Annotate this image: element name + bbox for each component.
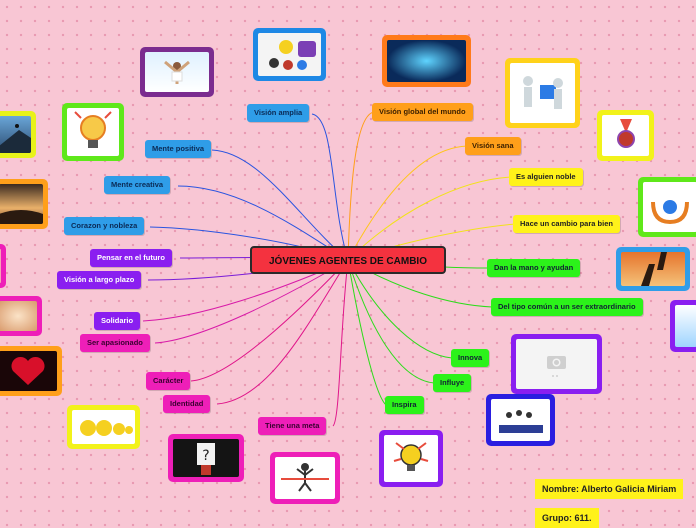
heart-image[interactable] <box>0 346 62 396</box>
crowd-push-image[interactable] <box>486 394 555 446</box>
hikers-helping-image[interactable] <box>0 111 36 158</box>
finish-line-runner-image[interactable] <box>270 452 340 504</box>
link-influye <box>347 259 435 384</box>
node-ser-apasionado[interactable]: Ser apasionado <box>80 334 150 352</box>
image-placeholder-tile[interactable] <box>511 334 602 394</box>
svg-text:?: ? <box>202 448 209 464</box>
puzzle-people-image[interactable] <box>505 58 580 128</box>
link-inspira <box>347 259 387 406</box>
global-network-image[interactable] <box>382 35 471 87</box>
node-corazon-nobleza[interactable]: Corazon y nobleza <box>64 217 145 235</box>
node-inspira[interactable]: Inspira <box>385 396 424 414</box>
link-apasionado <box>154 259 349 344</box>
lightbulb-idea-image[interactable] <box>62 103 124 161</box>
brain-bulb-image[interactable] <box>379 430 443 487</box>
node-alguien-noble[interactable]: Es alguien noble <box>509 168 583 186</box>
node-solidario[interactable]: Solidario <box>94 312 141 330</box>
node-vision-sana[interactable]: Visión sana <box>465 137 521 155</box>
lightbulb-jump-image[interactable] <box>670 300 696 352</box>
emoji-faces-image[interactable] <box>67 405 140 449</box>
link-meta <box>332 259 349 427</box>
helping-hands-sky-image[interactable] <box>616 247 690 291</box>
link-innova <box>347 259 453 359</box>
sunset-silhouette-image[interactable] <box>0 179 48 229</box>
node-mente-creativa[interactable]: Mente creativa <box>104 176 171 194</box>
teamwork-lightbulb-image[interactable] <box>253 28 326 81</box>
node-cambio-bien[interactable]: Hace un cambio para bien <box>513 215 620 233</box>
link-mente-positiva <box>211 149 349 261</box>
node-identidad[interactable]: Identidad <box>163 395 211 413</box>
medal-award-image[interactable] <box>597 110 654 161</box>
node-vision-amplia[interactable]: Visión amplia <box>247 104 310 122</box>
central-topic[interactable]: JÓVENES AGENTES DE CAMBIO <box>250 246 446 274</box>
hands-circle-image[interactable] <box>0 296 42 336</box>
node-innova[interactable]: Innova <box>451 349 490 367</box>
link-alguien-noble <box>347 176 512 261</box>
node-pensar-futuro[interactable]: Pensar en el futuro <box>90 249 172 267</box>
image-placeholder-icon <box>547 356 566 377</box>
link-vision-amplia <box>311 113 349 261</box>
question-mark-image[interactable]: ? <box>168 434 244 482</box>
hands-globe-image[interactable] <box>638 177 696 237</box>
link-vision-sana <box>347 145 468 261</box>
node-mente-positiva[interactable]: Mente positiva <box>145 140 212 158</box>
link-caracter <box>190 259 349 382</box>
node-caracter[interactable]: Carácter <box>146 372 191 390</box>
author-name-label: Nombre: Alberto Galicia Miriam <box>535 479 684 499</box>
link-vision-global <box>347 111 375 261</box>
node-vision-global[interactable]: Visión global del mundo <box>372 103 473 121</box>
group-label: Grupo: 611. <box>535 508 599 528</box>
link-identidad <box>216 259 349 405</box>
node-vision-largo-plazo[interactable]: Visión a largo plazo <box>57 271 142 289</box>
woman-arms-raised-image[interactable] <box>140 47 214 97</box>
hands-heart-image[interactable] <box>0 244 6 288</box>
node-influye[interactable]: Influye <box>433 374 472 392</box>
node-dan-mano[interactable]: Dan la mano y ayudan <box>487 259 581 277</box>
node-tiene-meta[interactable]: Tiene una meta <box>258 417 327 435</box>
node-extraordinario[interactable]: Del tipo común a un ser extraordinario <box>491 298 643 316</box>
